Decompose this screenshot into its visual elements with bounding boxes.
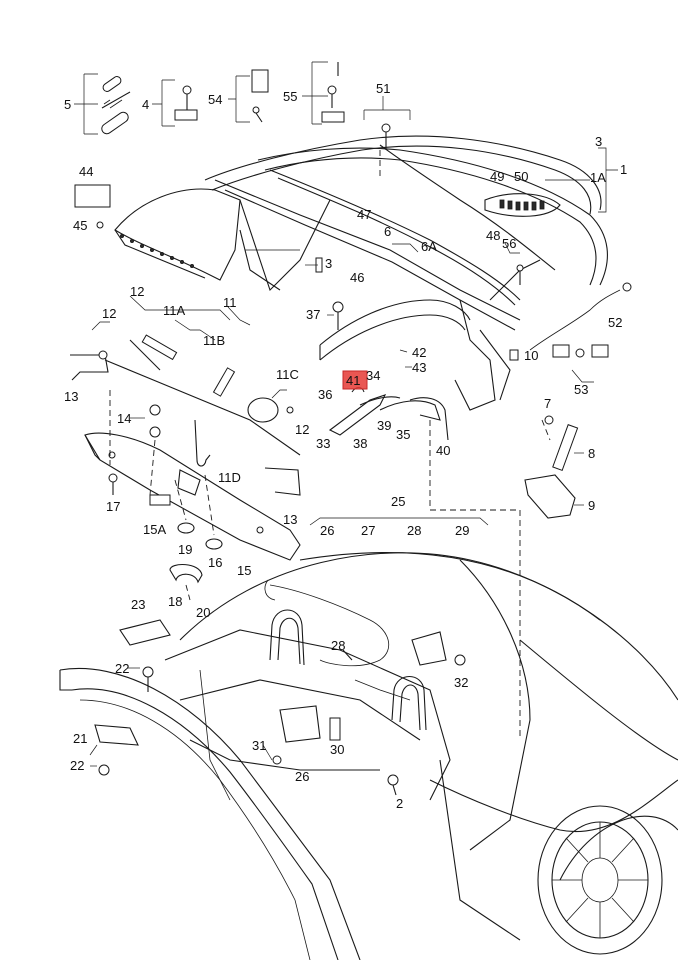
part-label-27[interactable]: 27 xyxy=(361,523,375,538)
part-label-38[interactable]: 38 xyxy=(353,436,367,451)
part-label-47[interactable]: 47 xyxy=(357,207,371,222)
part-label-20[interactable]: 20 xyxy=(196,605,210,620)
part-label-14[interactable]: 14 xyxy=(117,411,131,426)
part-label-1[interactable]: 1 xyxy=(620,162,627,177)
part-label-48[interactable]: 48 xyxy=(486,228,500,243)
part-label-15[interactable]: 15 xyxy=(237,563,251,578)
part-label-54[interactable]: 54 xyxy=(208,92,222,107)
windscreen-frame xyxy=(59,668,361,960)
part-label-28[interactable]: 28 xyxy=(407,523,421,538)
part-label-45[interactable]: 45 xyxy=(73,218,87,233)
part-labels: 5 4 54 55 51 3 1 1A 49 50 44 45 47 6 6A … xyxy=(64,81,627,811)
roll-bars xyxy=(269,609,427,731)
part-label-37[interactable]: 37 xyxy=(306,307,320,322)
car-body xyxy=(59,552,678,960)
wheel xyxy=(537,805,663,955)
assembly-guide-lines xyxy=(109,150,551,740)
part-label-11C[interactable]: 11C xyxy=(276,367,299,382)
part-label-22b[interactable]: 22 xyxy=(70,758,84,773)
part-label-31[interactable]: 31 xyxy=(252,738,266,753)
part-label-42[interactable]: 42 xyxy=(412,345,426,360)
part-label-26[interactable]: 26 xyxy=(320,523,334,538)
seal-dots xyxy=(120,233,194,268)
part-label-6[interactable]: 6 xyxy=(384,224,391,239)
part-label-25[interactable]: 25 xyxy=(391,494,405,509)
part-label-53[interactable]: 53 xyxy=(574,382,588,397)
part-label-18[interactable]: 18 xyxy=(168,594,182,609)
part-label-7[interactable]: 7 xyxy=(544,396,551,411)
part-label-30[interactable]: 30 xyxy=(330,742,344,757)
part-label-8[interactable]: 8 xyxy=(588,446,595,461)
part-label-44[interactable]: 44 xyxy=(79,164,93,179)
part-label-36[interactable]: 36 xyxy=(318,387,332,402)
part-label-43[interactable]: 43 xyxy=(412,360,426,375)
part-label-11A[interactable]: 11A xyxy=(163,303,185,318)
part-label-39[interactable]: 39 xyxy=(377,418,391,433)
part-label-17[interactable]: 17 xyxy=(106,499,120,514)
window-slots xyxy=(499,199,545,211)
part-label-40[interactable]: 40 xyxy=(436,443,450,458)
part-label-49[interactable]: 49 xyxy=(490,169,504,184)
part-label-34[interactable]: 34 xyxy=(366,368,380,383)
part-label-35[interactable]: 35 xyxy=(396,427,410,442)
part-label-4[interactable]: 4 xyxy=(142,97,149,112)
part-label-2[interactable]: 2 xyxy=(396,796,403,811)
part-label-11[interactable]: 11 xyxy=(223,295,237,310)
part-label-12[interactable]: 12 xyxy=(130,284,144,299)
part-label-19[interactable]: 19 xyxy=(178,542,192,557)
part-label-5[interactable]: 5 xyxy=(64,97,71,112)
part-label-55[interactable]: 55 xyxy=(283,89,297,104)
part-label-46[interactable]: 46 xyxy=(350,270,364,285)
rear-bracket xyxy=(84,432,301,561)
part-label-29[interactable]: 29 xyxy=(455,523,469,538)
part-label-51[interactable]: 51 xyxy=(376,81,390,96)
part-label-3[interactable]: 3 xyxy=(595,134,602,149)
part-label-41[interactable]: 41 xyxy=(346,373,360,388)
part-label-21[interactable]: 21 xyxy=(73,731,87,746)
part-label-50[interactable]: 50 xyxy=(514,169,528,184)
part-label-12c[interactable]: 12 xyxy=(295,422,309,437)
part-label-23[interactable]: 23 xyxy=(131,597,145,612)
small-parts xyxy=(70,62,609,796)
top-frame-assembly xyxy=(114,135,632,441)
part-label-11B[interactable]: 11B xyxy=(203,333,225,348)
part-label-13b[interactable]: 13 xyxy=(283,512,297,527)
part-label-15A[interactable]: 15A xyxy=(143,522,166,537)
part-label-33[interactable]: 33 xyxy=(316,436,330,451)
part-label-10[interactable]: 10 xyxy=(524,348,538,363)
part-label-56[interactable]: 56 xyxy=(502,236,516,251)
part-label-6A[interactable]: 6A xyxy=(421,239,437,254)
leader-lines xyxy=(74,61,618,767)
part-label-12b[interactable]: 12 xyxy=(102,306,116,321)
part-label-32[interactable]: 32 xyxy=(454,675,468,690)
highlight-box-41[interactable] xyxy=(342,370,368,390)
part-label-9[interactable]: 9 xyxy=(588,498,595,513)
part-label-3b[interactable]: 3 xyxy=(325,256,332,271)
part-label-22[interactable]: 22 xyxy=(115,661,129,676)
part-label-26b[interactable]: 26 xyxy=(295,769,309,784)
part-label-52[interactable]: 52 xyxy=(608,315,622,330)
part-label-11D[interactable]: 11D xyxy=(218,470,241,485)
part-label-28b[interactable]: 28 xyxy=(331,638,345,653)
part-label-13[interactable]: 13 xyxy=(64,389,78,404)
part-label-16[interactable]: 16 xyxy=(208,555,222,570)
part-label-1A[interactable]: 1A xyxy=(590,170,606,185)
